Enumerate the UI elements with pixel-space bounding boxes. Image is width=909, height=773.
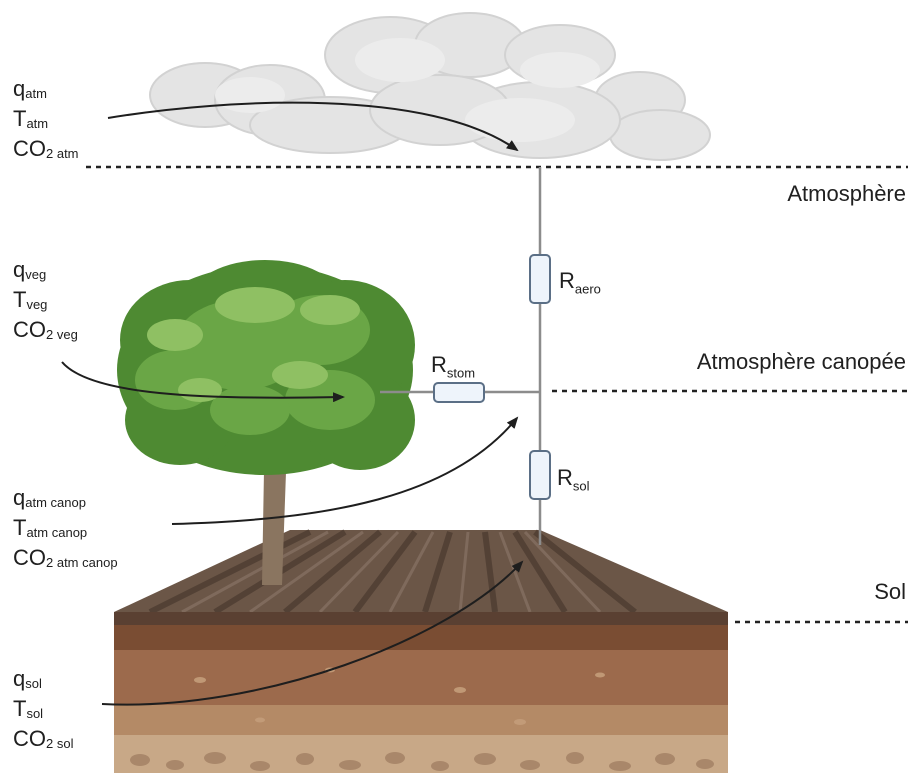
arrow-veg [61, 361, 345, 403]
resistance-label-stom: Rstom [431, 352, 476, 381]
variable-t-canop: Tatm canop [13, 515, 88, 540]
variable-t-sol: Tsol [13, 696, 44, 721]
layer-label-soil: Sol [874, 579, 906, 604]
resistance-label-aero: Raero [559, 268, 601, 297]
resistance-label-sol: Rsol [557, 465, 590, 494]
variable-co2-veg: CO2 veg [13, 317, 78, 342]
tree-illustration [117, 260, 415, 585]
variable-co2-canop: CO2 atm canop [13, 545, 118, 570]
variable-co2-sol: CO2 sol [13, 726, 74, 751]
variable-group-sol: qsol Tsol CO2 sol [13, 665, 73, 755]
resistance-network [380, 167, 542, 545]
variable-group-canop: qatm canop Tatm canop CO2 atm canop [13, 484, 118, 574]
layer-label-atmosphere: Atmosphère [787, 181, 906, 206]
variable-q-canop: qatm canop [13, 485, 86, 510]
variable-t-veg: Tveg [13, 287, 48, 312]
resistor-stom [433, 382, 485, 403]
variable-q-sol: qsol [13, 666, 42, 691]
resistor-sol [529, 450, 551, 500]
cloud-highlight [215, 38, 600, 142]
variable-co2-atm: CO2 atm [13, 136, 79, 161]
variable-group-atm: qatm Tatm CO2 atm [13, 75, 79, 165]
variable-t-atm: Tatm [13, 106, 49, 131]
arrow-atm [107, 101, 519, 152]
arrow-sol [101, 560, 524, 706]
layer-label-canopy: Atmosphère canopée [696, 349, 906, 374]
arrow-canop [171, 416, 519, 525]
variable-q-veg: qveg [13, 257, 47, 282]
variable-q-atm: qatm [13, 76, 47, 101]
soil-block [114, 529, 728, 773]
flux-arrows [61, 101, 524, 706]
resistor-aero [529, 254, 551, 304]
variable-group-veg: qveg Tveg CO2 veg [13, 256, 78, 346]
